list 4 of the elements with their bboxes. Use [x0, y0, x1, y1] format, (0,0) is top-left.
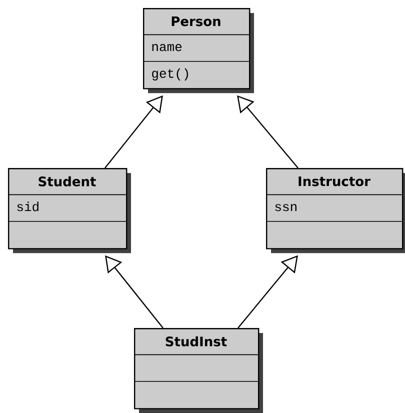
class-box: Instructor ssn: [266, 168, 405, 254]
class-box: Student sid: [8, 168, 131, 254]
class-box: StudInst: [134, 328, 263, 413]
class-box: Person name get(): [142, 8, 254, 94]
